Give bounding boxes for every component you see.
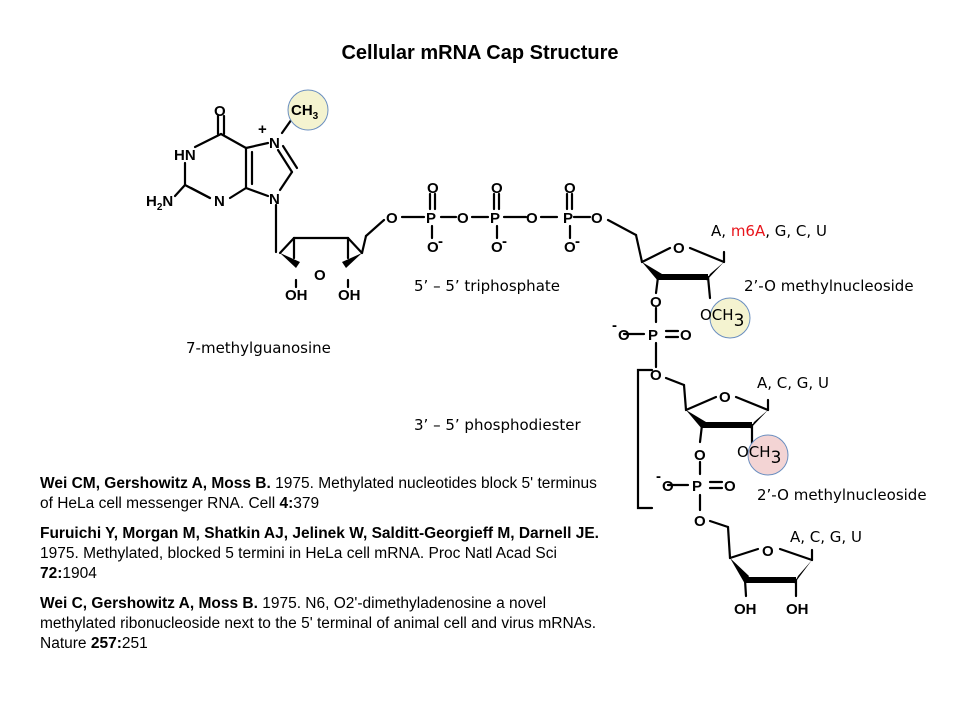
- label-bases-1: A, m6A, G, C, U: [711, 222, 827, 240]
- ribose-2-ring-o: O: [673, 240, 685, 257]
- n7-positive-charge: +: [258, 121, 267, 138]
- atom-n9: N: [269, 191, 280, 208]
- ribose-4-oh-2: OH: [734, 601, 757, 618]
- atom-p: P: [426, 210, 436, 227]
- reference-1: Wei CM, Gershowitz A, Moss B. 1975. Meth…: [40, 474, 600, 514]
- atom-o: O: [680, 327, 692, 344]
- minus-sign: -: [656, 468, 661, 485]
- m6a-highlight: m6A: [731, 222, 766, 240]
- triphosphate: O P O O - O P O O - O P O O - O: [386, 180, 603, 256]
- minus-sign: -: [612, 317, 617, 334]
- methyl-highlight-2o-2: [747, 434, 789, 476]
- atom-o-minus: O: [662, 478, 674, 495]
- methyl-highlight-2o-1: [709, 297, 751, 339]
- label-bases-3: A, C, G, U: [790, 528, 862, 546]
- label-phosphodiester: 3’ – 5’ phosphodiester: [414, 416, 581, 434]
- atom-o: O: [694, 513, 706, 530]
- ref-authors: Wei C, Gershowitz A, Moss B.: [40, 595, 258, 612]
- atom-o: O: [591, 210, 603, 227]
- ref-volume: 257:: [90, 635, 122, 652]
- atom-o-minus: O: [618, 327, 630, 344]
- ref-page: 251: [121, 635, 148, 652]
- atom-o-minus: O: [564, 239, 576, 256]
- label-methylnucleoside-1: 2’-O methylnucleoside: [744, 277, 914, 295]
- ribose-1-bonds: [278, 218, 386, 289]
- atom-hn: HN: [174, 147, 196, 164]
- minus-sign: -: [575, 233, 580, 250]
- atom-o: O: [491, 180, 503, 197]
- methyl-n7: CH3: [291, 102, 319, 122]
- atom-n7: N: [269, 135, 280, 152]
- atom-o: O: [564, 180, 576, 197]
- ref-volume: 4:: [279, 495, 294, 512]
- atom-carbonyl-o: O: [214, 103, 226, 120]
- triphosphate-bonds: [400, 192, 644, 264]
- ref-text: 1975. Methylated nucleotides block 5' te…: [40, 475, 597, 512]
- atom-o: O: [650, 367, 662, 384]
- atom-n3: N: [214, 193, 225, 210]
- ribose-3-3o: O: [694, 447, 706, 464]
- atom-p: P: [692, 478, 702, 495]
- repeat-bracket: [636, 368, 654, 510]
- phosphodiester-1: - O P O O: [612, 317, 692, 384]
- minus-sign: -: [502, 233, 507, 250]
- ref-volume: 72:: [40, 565, 63, 582]
- reference-3: Wei C, Gershowitz A, Moss B. 1975. N6, O…: [40, 594, 600, 654]
- methyl-highlight-n7: [287, 89, 329, 131]
- ribose-1-oh-3: OH: [338, 287, 361, 304]
- ref-text: 1975. N6, O2'-dimethyladenosine a novel …: [40, 595, 597, 652]
- label-methylnucleoside-2: 2’-O methylnucleoside: [757, 486, 927, 504]
- label-triphosphate: 5’ – 5’ triphosphate: [414, 277, 560, 295]
- ribose-3-ring-o: O: [719, 389, 731, 406]
- atom-o-minus: O: [427, 239, 439, 256]
- ref-page: 379: [293, 495, 320, 512]
- atom-o: O: [427, 180, 439, 197]
- ref-authors: Wei CM, Gershowitz A, Moss B.: [40, 475, 271, 492]
- label-7-methylguanosine: 7-methylguanosine: [186, 339, 331, 357]
- ref-authors: Furuichi Y, Morgan M, Shatkin AJ, Jeline…: [40, 525, 599, 542]
- och3-2: OCH3: [737, 443, 781, 468]
- ribose-4-ring-o: O: [762, 543, 774, 560]
- atom-p: P: [563, 210, 573, 227]
- references: Wei CM, Gershowitz A, Moss B. 1975. Meth…: [40, 474, 600, 664]
- atom-h2n: H2N: [146, 193, 173, 213]
- ribose-1-oh-2: OH: [285, 287, 308, 304]
- atom-o-minus: O: [491, 239, 503, 256]
- ribose-2-3o: O: [650, 294, 662, 311]
- atom-o: O: [724, 478, 736, 495]
- ribose-1-ring-o: O: [314, 267, 326, 284]
- guanine-bonds: [173, 114, 299, 254]
- atom-p: P: [648, 327, 658, 344]
- minus-sign: -: [438, 233, 443, 250]
- atom-o: O: [526, 210, 538, 227]
- atom-o: O: [386, 210, 398, 227]
- label-bases-2: A, C, G, U: [757, 374, 829, 392]
- wedge-bonds: [280, 253, 812, 584]
- ref-page: 1904: [62, 565, 97, 582]
- atom-o: O: [457, 210, 469, 227]
- atom-p: P: [490, 210, 500, 227]
- page-title: Cellular mRNA Cap Structure: [341, 42, 619, 64]
- ref-text: 1975. Methylated, blocked 5 termini in H…: [40, 545, 557, 562]
- phosphodiester-2: - O P O O: [656, 468, 736, 530]
- ribose-4-oh-3: OH: [786, 601, 809, 618]
- och3-1: OCH3: [700, 306, 744, 331]
- reference-2: Furuichi Y, Morgan M, Shatkin AJ, Jeline…: [40, 524, 600, 584]
